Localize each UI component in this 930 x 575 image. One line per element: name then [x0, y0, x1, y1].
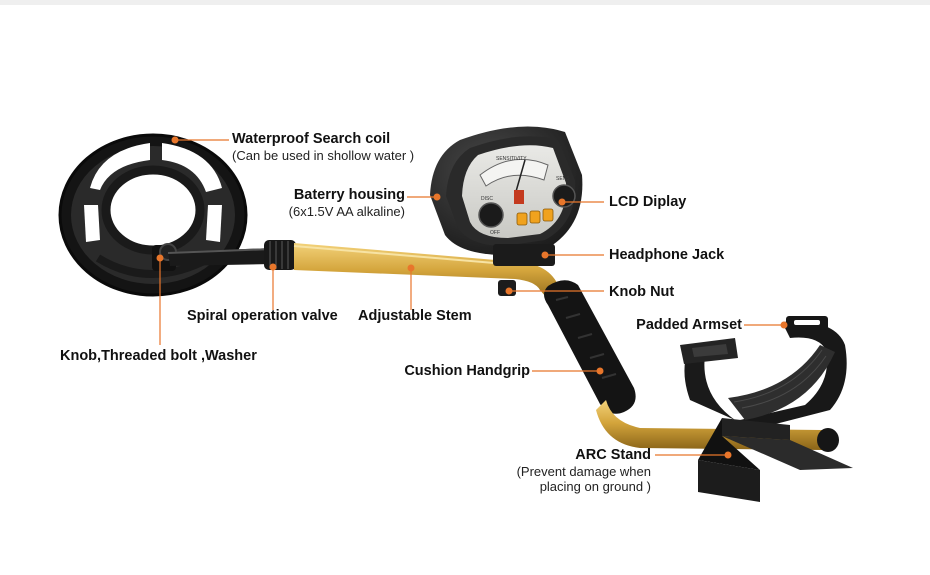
callout-dots	[156, 136, 788, 459]
padded-armset	[680, 316, 847, 428]
label-headphone-title: Headphone Jack	[609, 247, 725, 263]
label-lcd-display: LCD Diplay	[609, 194, 686, 211]
label-knob-bolt-washer: Knob,Threaded bolt ,Washer	[60, 348, 257, 365]
leader-lines	[159, 139, 784, 456]
label-battery-title: Baterry housing	[293, 187, 405, 203]
control-box: SENSITIVITY DISC OFF SENS	[430, 126, 583, 266]
adjustable-stem	[293, 243, 570, 304]
search-coil	[58, 133, 248, 297]
label-knob-nut-title: Knob Nut	[609, 284, 675, 300]
label-stem-title: Adjustable Stem	[358, 308, 472, 324]
label-battery-sub: (6x1.5V AA alkaline)	[288, 204, 405, 219]
label-knob-nut: Knob Nut	[609, 284, 674, 301]
label-lcd-title: LCD Diplay	[609, 194, 687, 210]
spiral-operation-valve	[264, 240, 296, 270]
top-border	[0, 0, 930, 5]
label-arc-stand: ARC Stand (Prevent damage when placing o…	[517, 447, 651, 494]
label-adjustable-stem: Adjustable Stem	[358, 308, 472, 325]
label-padded-armset-title: Padded Armset	[636, 317, 742, 333]
lower-shaft	[167, 248, 273, 266]
off-label: OFF	[490, 230, 500, 236]
label-handgrip-title: Cushion Handgrip	[404, 363, 530, 379]
cushion-handgrip	[544, 280, 636, 414]
sens-label: SENS	[556, 176, 570, 182]
label-search-coil: Waterproof Search coil (Can be used in s…	[232, 131, 414, 163]
label-spiral-valve: Spiral operation valve	[187, 308, 338, 325]
label-headphone-jack: Headphone Jack	[609, 247, 724, 264]
disc-label: DISC	[481, 196, 493, 202]
label-arc-stand-title: ARC Stand	[575, 447, 651, 463]
label-arc-stand-sub1: (Prevent damage when	[516, 464, 651, 479]
label-search-coil-title: Waterproof Search coil	[232, 131, 391, 147]
label-search-coil-sub: (Can be used in shollow water )	[232, 148, 415, 163]
label-battery-housing: Baterry housing (6x1.5V AA alkaline)	[289, 187, 405, 219]
label-knob-bolt-title: Knob,Threaded bolt ,Washer	[60, 348, 257, 364]
label-spiral-valve-title: Spiral operation valve	[187, 308, 338, 324]
meter-label: SENSITIVITY	[496, 156, 527, 162]
arc-stand	[698, 418, 853, 502]
label-arc-stand-sub2: placing on ground )	[539, 479, 651, 494]
label-cushion-handgrip: Cushion Handgrip	[404, 363, 530, 380]
label-padded-armset: Padded Armset	[636, 317, 742, 334]
